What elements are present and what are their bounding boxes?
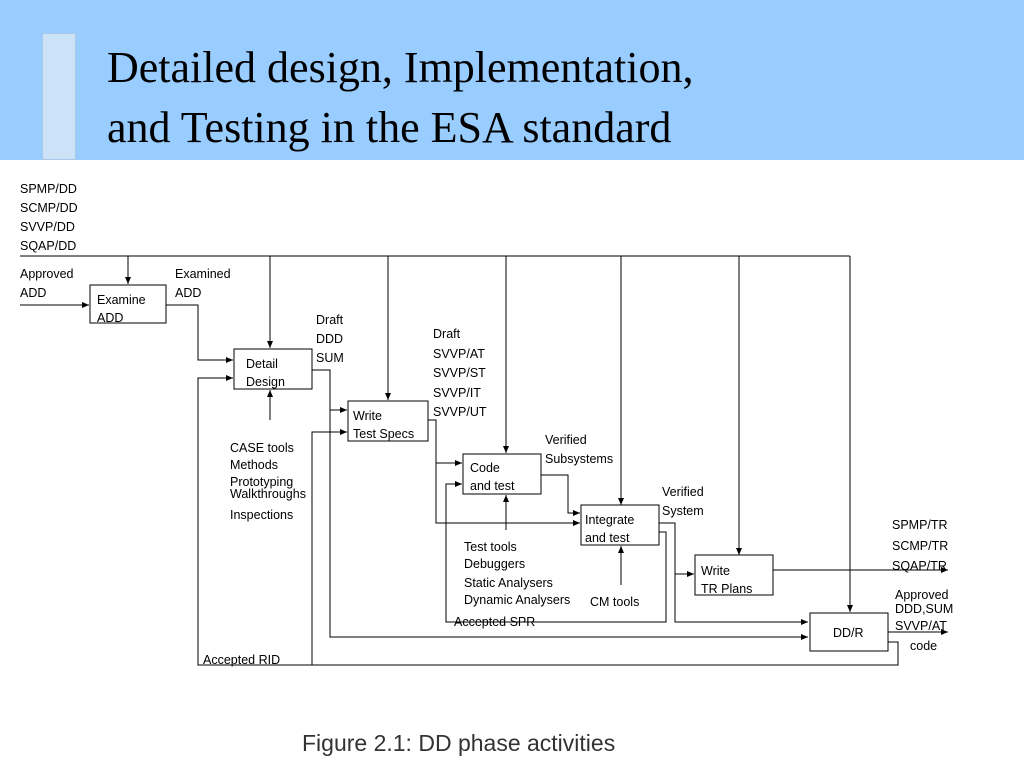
design-tool-inspections: Inspections bbox=[230, 508, 293, 522]
slide-title: Detailed design, Implementation, and Tes… bbox=[107, 38, 694, 158]
integrate-and-test-box-line-1: Integrate bbox=[585, 513, 634, 527]
detail-design-box-line-2: Design bbox=[246, 375, 285, 389]
design-tool-methods: Methods bbox=[230, 458, 278, 472]
draft-svvp-label-4: SVVP/UT bbox=[433, 405, 487, 419]
write-test-to-code-arrow bbox=[428, 419, 462, 466]
integrate-to-ddr-arrow bbox=[674, 574, 808, 625]
test-tool-dynamic: Dynamic Analysers bbox=[464, 593, 570, 607]
test-tool-test-tools: Test tools bbox=[464, 540, 517, 554]
design-tool-prototyping: Prototyping bbox=[230, 475, 293, 489]
draft-ddd-label-3: SUM bbox=[316, 351, 344, 365]
write-test-to-integrate-arrow bbox=[435, 463, 580, 526]
test-tool-debuggers: Debuggers bbox=[464, 557, 525, 571]
accepted-rid-label: Accepted RID bbox=[203, 653, 280, 667]
examine-add-box-line-2: ADD bbox=[97, 311, 123, 325]
input-sqap-dd: SQAP/DD bbox=[20, 239, 76, 253]
output-sqap-tr: SQAP/TR bbox=[892, 559, 947, 573]
detail-to-write-test-arrow bbox=[312, 369, 347, 413]
code-and-test-box-line-2: and test bbox=[470, 479, 515, 493]
approved-add-label-1: Approved bbox=[20, 267, 74, 281]
detail-design-box-line-1: Detail bbox=[246, 357, 278, 371]
write-tr-plans-box-line-1: Write bbox=[701, 564, 730, 578]
output-scmp-tr: SCMP/TR bbox=[892, 539, 948, 553]
rid-to-write-test-line bbox=[311, 429, 347, 665]
output-spmp-tr: SPMP/TR bbox=[892, 518, 948, 532]
code-to-integrate-arrow bbox=[541, 474, 580, 516]
draft-ddd-label-2: DDD bbox=[316, 332, 343, 346]
output-svvp-at: SVVP/AT bbox=[895, 619, 947, 633]
examine-to-detail-arrow bbox=[166, 304, 233, 363]
test-tools-list: Test tools Debuggers Static Analysers Dy… bbox=[464, 540, 570, 607]
header-accent-tab bbox=[42, 33, 76, 160]
design-tool-walkthroughs: Walkthroughs bbox=[230, 487, 306, 501]
input-svvp-dd: SVVP/DD bbox=[20, 220, 75, 234]
dd-phase-diagram: SPMP/DD SCMP/DD SVVP/DD SQAP/DD Approved… bbox=[20, 182, 953, 756]
draft-svvp-label-2: SVVP/ST bbox=[433, 366, 486, 380]
verified-system-label-1: Verified bbox=[662, 485, 704, 499]
ddr-box-label: DD/R bbox=[833, 626, 864, 640]
design-tool-case: CASE tools bbox=[230, 441, 294, 455]
test-tool-static: Static Analysers bbox=[464, 576, 553, 590]
ddr-box bbox=[809, 612, 889, 652]
input-spmp-dd: SPMP/DD bbox=[20, 182, 77, 196]
integrate-and-test-box bbox=[580, 504, 660, 546]
input-scmp-dd: SCMP/DD bbox=[20, 201, 78, 215]
integrate-and-test-box-line-2: and test bbox=[585, 531, 630, 545]
cm-tools-label: CM tools bbox=[590, 595, 639, 609]
draft-svvp-labels: Draft SVVP/AT SVVP/ST SVVP/IT SVVP/UT bbox=[433, 327, 487, 419]
detail-to-ddr-line bbox=[329, 410, 808, 640]
write-tr-plans-box-line-2: TR Plans bbox=[701, 582, 752, 596]
verified-subsystems-label-1: Verified bbox=[545, 433, 587, 447]
verified-system-label-2: System bbox=[662, 504, 704, 518]
output-ddd-sum: DDD,SUM bbox=[895, 602, 953, 616]
examine-add-box-line-1: Examine bbox=[97, 293, 146, 307]
write-test-specs-box-line-2: Test Specs bbox=[353, 427, 414, 441]
title-line-2: and Testing in the ESA standard bbox=[107, 103, 672, 152]
rid-return-line bbox=[197, 375, 899, 666]
code-and-test-box bbox=[462, 453, 542, 495]
write-test-specs-box-line-1: Write bbox=[353, 409, 382, 423]
write-test-specs-box bbox=[347, 400, 429, 442]
figure-caption: Figure 2.1: DD phase activities bbox=[302, 730, 615, 756]
write-tr-plans-box bbox=[694, 554, 774, 596]
draft-svvp-label-0: Draft bbox=[433, 327, 461, 341]
detail-design-box bbox=[233, 348, 313, 390]
draft-ddd-label-1: Draft bbox=[316, 313, 344, 327]
input-plans: SPMP/DD SCMP/DD SVVP/DD SQAP/DD bbox=[20, 182, 78, 253]
examined-add-label-1: Examined bbox=[175, 267, 231, 281]
design-tools-list: CASE tools Methods Prototyping Walkthrou… bbox=[230, 441, 306, 522]
output-approved: Approved bbox=[895, 588, 949, 602]
integrate-to-write-tr-arrow bbox=[659, 522, 694, 577]
output-code: code bbox=[910, 639, 937, 653]
approved-add-label-2: ADD bbox=[20, 286, 46, 300]
accepted-spr-label: Accepted SPR bbox=[454, 615, 535, 629]
examine-add-box bbox=[89, 284, 167, 324]
integrate-spr-return bbox=[445, 481, 667, 623]
verified-subsystems-label-2: Subsystems bbox=[545, 452, 613, 466]
draft-svvp-label-3: SVVP/IT bbox=[433, 386, 481, 400]
draft-svvp-label-1: SVVP/AT bbox=[433, 347, 485, 361]
examined-add-label-2: ADD bbox=[175, 286, 201, 300]
code-and-test-box-line-1: Code bbox=[470, 461, 500, 475]
title-line-1: Detailed design, Implementation, bbox=[107, 43, 694, 92]
slide-header: Detailed design, Implementation, and Tes… bbox=[0, 0, 1024, 160]
